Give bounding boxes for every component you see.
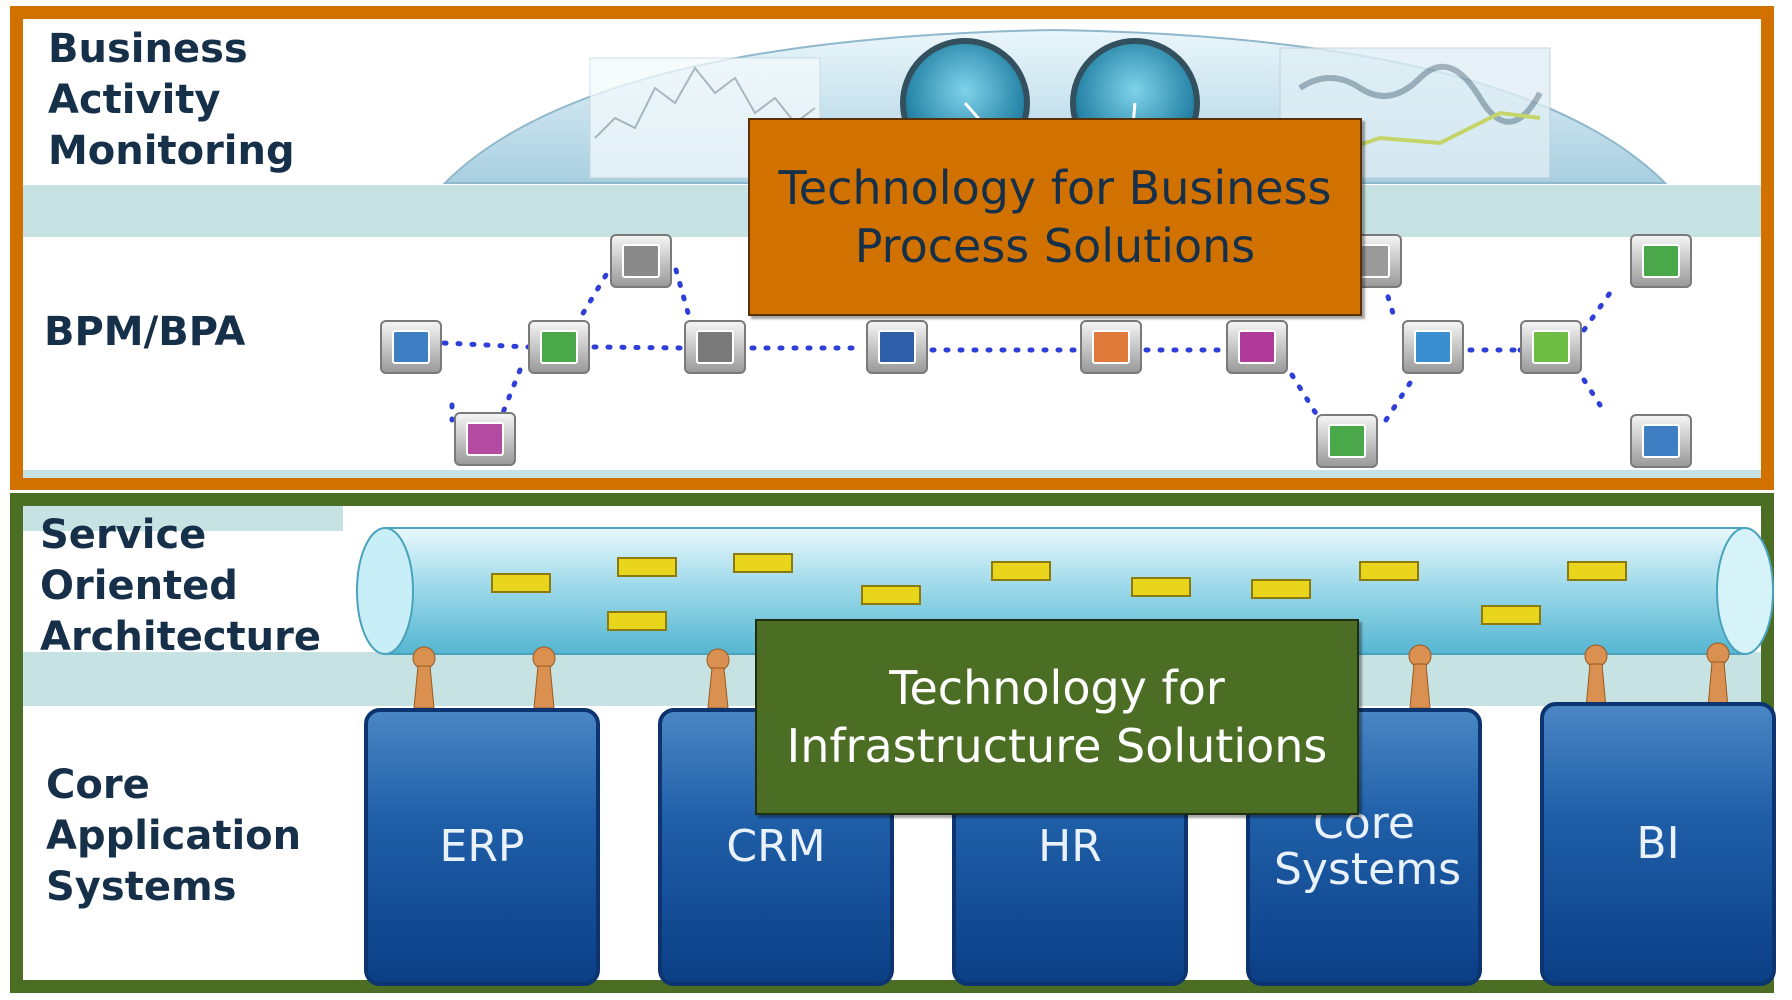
process-step-icon — [454, 412, 516, 466]
process-step-icon — [684, 320, 746, 374]
process-step-icon — [1226, 320, 1288, 374]
process-step-icon — [1630, 234, 1692, 288]
system-box-bi: BI — [1540, 702, 1776, 986]
system-label: ERP — [439, 821, 525, 872]
layer-label-bpm: BPM/BPA — [44, 309, 246, 355]
process-flow-lines — [441, 262, 1615, 423]
system-label: BI — [1636, 818, 1680, 869]
message-packet-icon — [617, 557, 677, 577]
process-step-icon — [1402, 320, 1464, 374]
business-process-callout-text: Technology for Business Process Solution… — [778, 161, 1332, 273]
connector-icon — [532, 646, 556, 709]
message-packet-icon — [1567, 561, 1627, 581]
message-packet-icon — [491, 573, 551, 593]
process-step-icon — [1080, 320, 1142, 374]
message-packets — [491, 553, 1627, 631]
message-packet-icon — [1131, 577, 1191, 597]
process-step-icon — [528, 320, 590, 374]
infrastructure-callout-text: Technology for Infrastructure Solutions — [786, 661, 1328, 773]
process-step-icon — [866, 320, 928, 374]
system-label: HR — [1038, 821, 1102, 872]
process-step-icon — [1630, 414, 1692, 468]
process-step-icon — [1520, 320, 1582, 374]
soa-top-band — [23, 506, 343, 531]
bpm-bottom-band — [23, 470, 1761, 478]
system-box-erp: ERP — [364, 708, 600, 986]
system-label: CRM — [726, 821, 826, 872]
process-step-icon — [610, 234, 672, 288]
message-packet-icon — [1359, 561, 1419, 581]
process-step-icon — [1316, 414, 1378, 468]
service-connectors — [412, 642, 1730, 709]
infrastructure-callout: Technology for Infrastructure Solutions — [755, 619, 1359, 815]
connector-icon — [1584, 644, 1608, 709]
layer-label-soa: Service Oriented Architecture — [40, 512, 321, 660]
message-packet-icon — [1481, 605, 1541, 625]
message-packet-icon — [991, 561, 1051, 581]
message-packet-icon — [861, 585, 921, 605]
connector-icon — [1706, 642, 1730, 709]
connector-icon — [412, 646, 436, 709]
message-packet-icon — [607, 611, 667, 631]
message-packet-icon — [1251, 579, 1311, 599]
business-process-callout: Technology for Business Process Solution… — [748, 118, 1362, 316]
layer-label-bam: Business Activity Monitoring — [48, 26, 295, 174]
message-packet-icon — [733, 553, 793, 573]
connector-icon — [706, 648, 730, 709]
process-step-icon — [380, 320, 442, 374]
connector-icon — [1408, 644, 1432, 709]
layer-label-core: Core Application Systems — [46, 762, 302, 910]
